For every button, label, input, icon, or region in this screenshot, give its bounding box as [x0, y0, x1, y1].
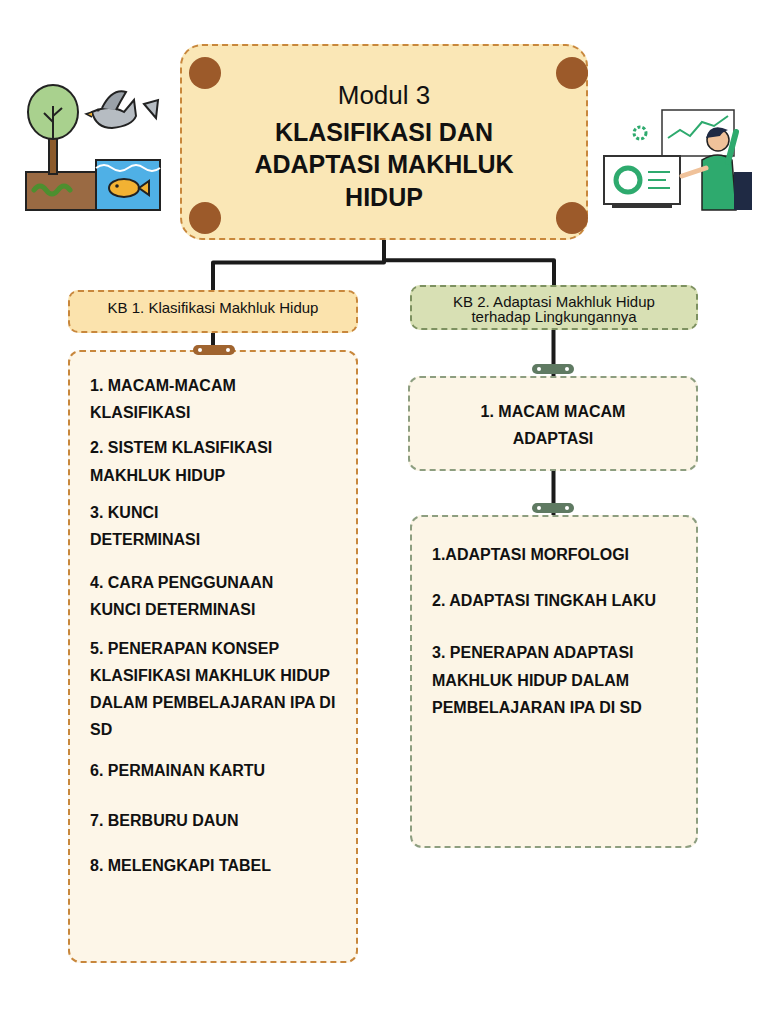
section-box: KB 1. Klasifikasi Makhluk Hidup: [68, 290, 358, 333]
topic-list-box: 1. MACAM-MACAM KLASIFIKASI 2. SISTEM KLAS…: [68, 350, 358, 963]
connector-line: [552, 471, 556, 515]
connector-line: [384, 240, 554, 285]
topic-item: 4. CARA PENGGUNAAN KUNCI DETERMINASI: [90, 569, 320, 623]
connector-line: [211, 333, 215, 350]
connector-line: [552, 330, 556, 376]
topic-list-box: 1.ADAPTASI MORFOLOGI 2. ADAPTASI TINGKAH …: [410, 515, 698, 848]
section-box: KB 2. Adaptasi Makhluk Hidup terhadap Li…: [410, 285, 698, 330]
computer-illustration: [604, 110, 752, 210]
topic-item: 2. SISTEM KLASIFIKASI MAKHLUK HIDUP: [90, 434, 275, 488]
topic-item: 1.ADAPTASI MORFOLOGI: [432, 541, 632, 568]
topic-item: 2. ADAPTASI TINGKAH LAKU: [432, 587, 672, 614]
section-title: KB 1. Klasifikasi Makhluk Hidup: [96, 300, 331, 317]
title-box: Modul 3 KLASIFIKASI DAN ADAPTASI MAKHLUK …: [180, 44, 588, 240]
link-pills: [193, 345, 574, 513]
topic-item: 5. PENERAPAN KONSEP KLASIFIKASI MAKHLUK …: [90, 635, 346, 744]
corner-circles: [189, 57, 588, 234]
topic-item: 8. MELENGKAPI TABEL: [90, 852, 346, 879]
section-title: KB 2. Adaptasi Makhluk Hidup terhadap Li…: [422, 294, 686, 324]
topic-item: 3. PENERAPAN ADAPTASI MAKHLUK HIDUP DALA…: [432, 639, 682, 721]
subtopic-box: 1. MACAM MACAM ADAPTASI: [408, 376, 698, 471]
topic-item: 7. BERBURU DAUN: [90, 807, 346, 834]
module-title: KLASIFIKASI DAN ADAPTASI MAKHLUK HIDUP: [214, 116, 554, 214]
topic-item: 6. PERMAINAN KARTU: [90, 757, 346, 784]
nature-illustration: [26, 85, 160, 210]
topic-item: 3. KUNCI DETERMINASI: [90, 499, 250, 553]
connector-line: [213, 240, 384, 290]
module-number: Modul 3: [219, 79, 549, 112]
subtopic-title: 1. MACAM MACAM ADAPTASI: [451, 398, 656, 452]
topic-item: 1. MACAM-MACAM KLASIFIKASI: [90, 372, 275, 426]
